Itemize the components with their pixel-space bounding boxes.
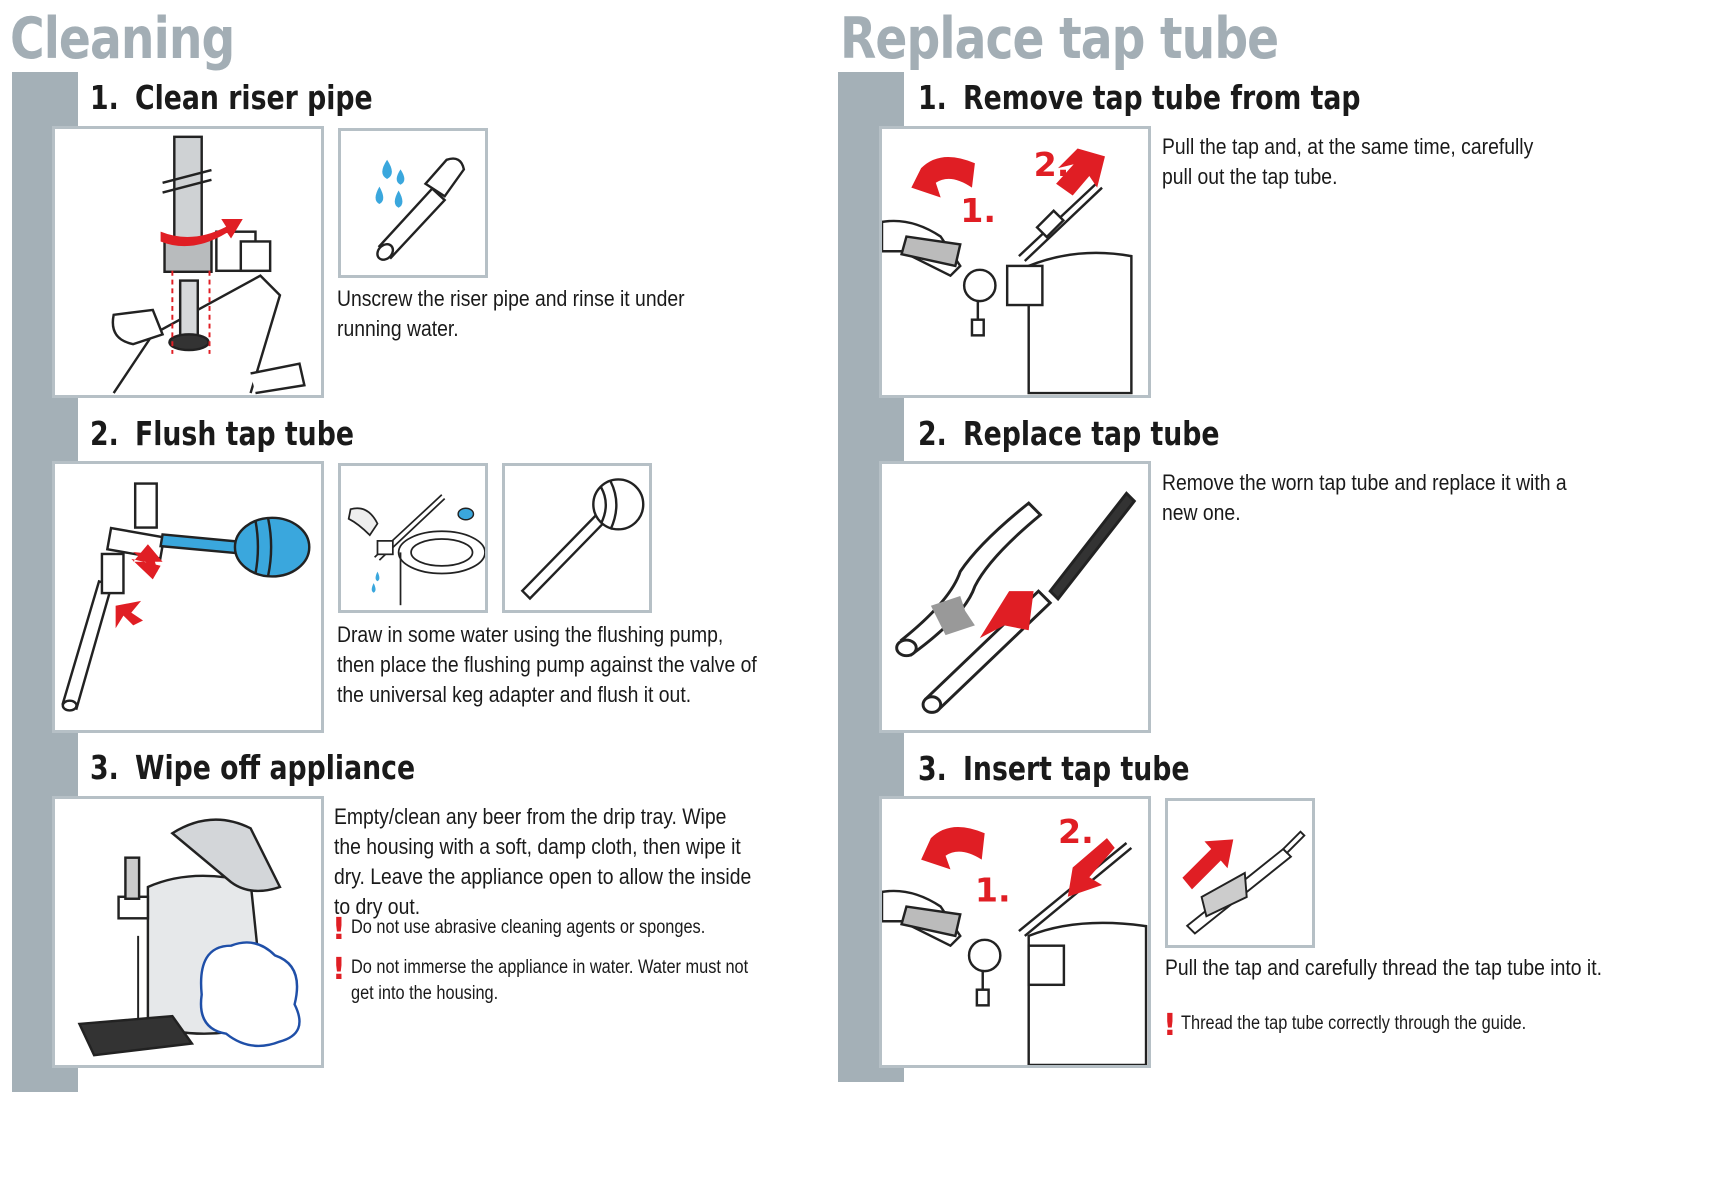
wipe-appliance-text: Empty/clean any beer from the drip tray.… [334, 804, 752, 919]
step-number: 2. [918, 414, 947, 453]
step-number: 2. [90, 414, 119, 453]
cleaning-title: Cleaning [10, 6, 235, 72]
replace-step-3-heading: 3. Insert tap tube [918, 749, 1190, 788]
step-number: 3. [90, 748, 119, 787]
insert-tap-tube-illustration: 2. 1. [879, 796, 1151, 1068]
cleaning-warning-1: Do not use abrasive cleaning agents or s… [351, 917, 706, 938]
cleaning-step-1-tab [12, 72, 78, 132]
warning-icon: ! [1163, 1008, 1177, 1043]
step-heading-text: Replace tap tube [963, 414, 1220, 453]
insert-tap-tube-text: Pull the tap and carefully thread the ta… [1165, 955, 1602, 980]
flushing-pump-illustration [502, 463, 652, 613]
flushing-pump-on-valve-illustration [338, 463, 488, 613]
clean-riser-pipe-text: Unscrew the riser pipe and rinse it unde… [337, 286, 685, 341]
warning-icon: ! [332, 952, 346, 987]
replace-warning-1: Thread the tap tube correctly through th… [1181, 1013, 1527, 1034]
step-heading-text: Insert tap tube [963, 749, 1190, 788]
flush-tap-tube-text: Draw in some water using the flushing pu… [337, 622, 757, 707]
cleaning-step-3-tab [12, 740, 78, 800]
riser-pipe-unscrew-illustration [52, 126, 324, 398]
replace-tap-tube-text: Remove the worn tap tube and replace it … [1162, 470, 1567, 525]
replace-tap-tube-illustration [879, 461, 1151, 733]
figure-label-1: 1. [975, 871, 1011, 910]
step-heading-text: Remove tap tube from tap [963, 78, 1361, 117]
figure-label-1: 1. [960, 191, 996, 230]
tap-tube-guide-illustration [1165, 798, 1315, 948]
step-2-heading-background [78, 405, 338, 463]
replace-step-2-heading: 2. Replace tap tube [918, 414, 1220, 453]
cleaning-step-3-heading: 3. Wipe off appliance [90, 748, 415, 787]
step-heading-text: Wipe off appliance [135, 748, 416, 787]
cleaning-step-1-heading: 1. Clean riser pipe [90, 78, 373, 117]
cleaning-warning-2: Do not immerse the appliance in water. W… [351, 957, 749, 1004]
step-number: 1. [918, 78, 947, 117]
replace-step-1-heading: 1. Remove tap tube from tap [918, 78, 1361, 117]
step-number: 1. [90, 78, 119, 117]
warning-icon: ! [332, 912, 346, 947]
wipe-appliance-illustration [52, 796, 324, 1068]
step-number: 3. [918, 749, 947, 788]
flush-tap-tube-illustration [52, 461, 324, 733]
step-heading-text: Flush tap tube [135, 414, 354, 453]
step-heading-text: Clean riser pipe [135, 78, 373, 117]
figure-label-2: 2. [1034, 145, 1070, 184]
remove-tap-tube-text: Pull the tap and, at the same time, care… [1162, 134, 1534, 189]
cleaning-step-2-tab [12, 405, 78, 465]
rinse-riser-pipe-illustration [338, 128, 488, 278]
cleaning-step-2-heading: 2. Flush tap tube [90, 414, 354, 453]
replace-tap-tube-title: Replace tap tube [840, 6, 1279, 72]
remove-tap-tube-illustration: 2. 1. [879, 126, 1151, 398]
figure-label-2: 2. [1058, 812, 1094, 851]
